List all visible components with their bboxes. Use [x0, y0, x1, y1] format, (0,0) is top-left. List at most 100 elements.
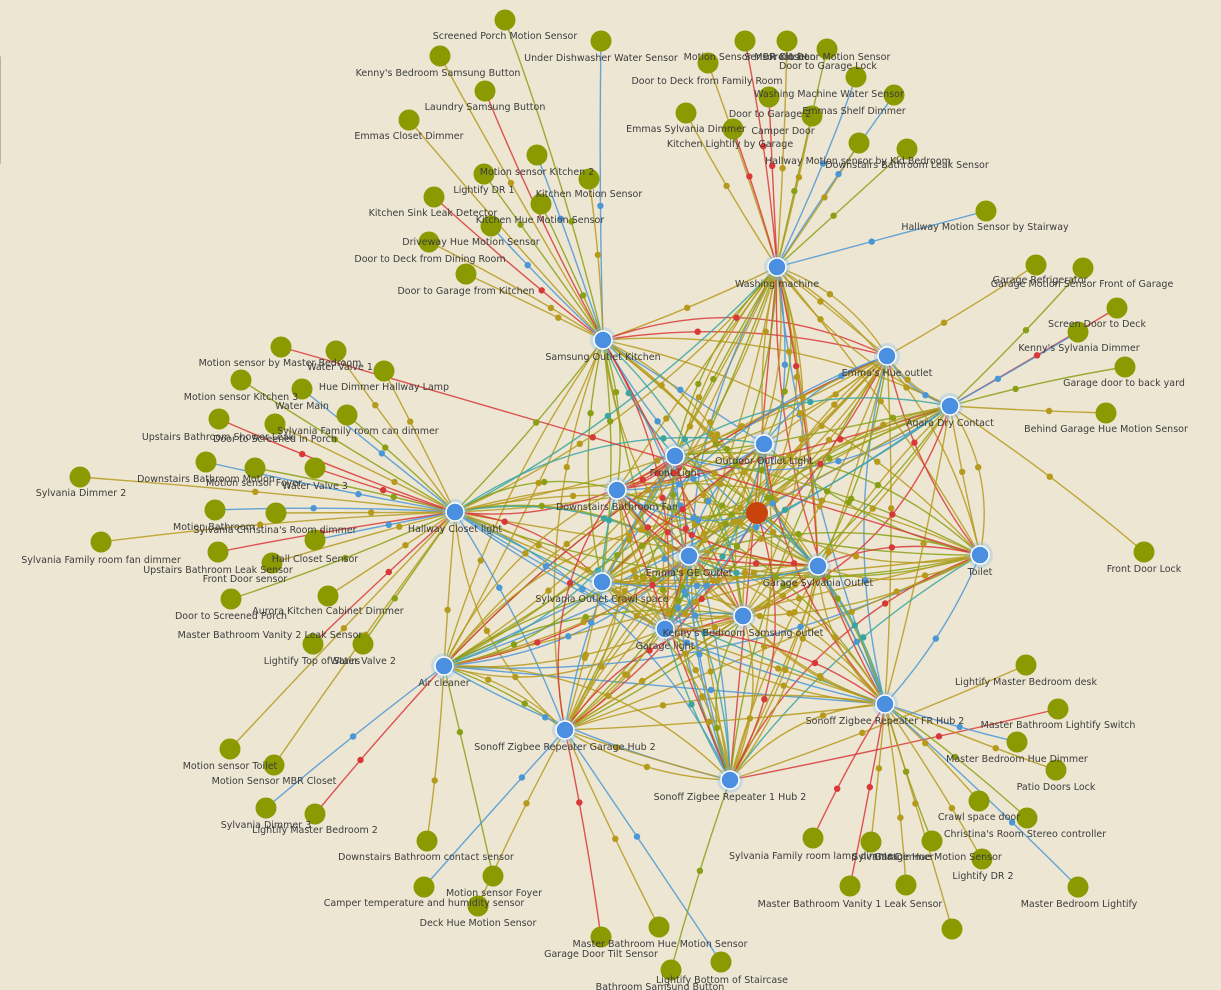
leaf-node-garage-door-tilt-sensor[interactable]	[710, 951, 732, 973]
leaf-node-camper-door[interactable]	[848, 132, 870, 154]
leaf-node-behind-garage-hue-motion-sensor[interactable]	[1133, 541, 1155, 563]
leaf-node-kitchen-sink-leak-detector[interactable]	[423, 186, 445, 208]
leaf-node-garage-door-to-back-yard[interactable]	[1095, 402, 1117, 424]
leaf-node-master-bathroom-vanity-1-leak-sensor[interactable]	[941, 918, 963, 940]
leaf-node-garage-refrigerator[interactable]	[1072, 257, 1094, 279]
leaf-node-garage-hue-motion-sensor[interactable]	[1067, 876, 1089, 898]
leaf-node-door-to-garage-2[interactable]	[801, 105, 823, 127]
leaf-node-water-valve-2[interactable]	[263, 754, 285, 776]
leaf-node-kenny-s-sylvania-dimmer[interactable]	[1114, 356, 1136, 378]
leaf-node-motion-sensor-mbr-closet[interactable]	[734, 30, 756, 52]
leaf-node-master-bathroom-vanity-2-leak-sensor[interactable]	[352, 633, 374, 655]
leaf-node-emmas-closet-dimmer[interactable]	[398, 109, 420, 131]
leaf-node-sylvania-dimmer[interactable]	[971, 848, 993, 870]
leaf-node-camper-temperature-and-humidity-sensor[interactable]	[590, 926, 612, 948]
coordinator-node[interactable]	[746, 502, 768, 524]
leaf-node-kitchen-hue-motion-sensor[interactable]	[480, 215, 502, 237]
leaf-node-master-bathroom-hue-motion-sensor[interactable]	[660, 959, 682, 981]
router-node-front_light[interactable]	[665, 446, 685, 466]
leaf-node-christina-s-room-stereo-controller[interactable]	[860, 831, 882, 853]
leaf-node-door-to-garage-lock[interactable]	[845, 66, 867, 88]
router-node-bath_fan[interactable]	[607, 480, 627, 500]
leaf-node-motion-sensor-by-master-bedroom[interactable]	[325, 340, 347, 362]
leaf-node-garage-motion-sensor-front-of-garage[interactable]	[1106, 297, 1128, 319]
leaf-node-sylvania-dimmer-3[interactable]	[416, 830, 438, 852]
router-node-hallway_closet[interactable]	[445, 502, 465, 522]
router-node-sylvania_crawl[interactable]	[592, 572, 612, 592]
leaf-node-front-door-sensor[interactable]	[220, 588, 242, 610]
leaf-node-hallway-motion-sensor-by-stairway[interactable]	[1025, 254, 1047, 276]
leaf-node-aurora-kitchen-cabinet-dimmer[interactable]	[302, 633, 324, 655]
leaf-node-motion-sensor-foyer[interactable]	[467, 895, 489, 917]
router-node-garage_light[interactable]	[655, 619, 675, 639]
leaf-node-water-valve-3[interactable]	[69, 466, 91, 488]
leaf-node-patio-doors-lock[interactable]	[1016, 807, 1038, 829]
router-node-sonoff_hub2[interactable]	[720, 770, 740, 790]
leaf-node-door-to-deck-from-family-room[interactable]	[697, 52, 719, 74]
leaf-node-emmas-sylvania-dimmer[interactable]	[883, 84, 905, 106]
leaf-node-master-bathroom-lightify-switch[interactable]	[1045, 759, 1067, 781]
leaf-node-sylvania-christina-s-room-dimmer[interactable]	[90, 531, 112, 553]
router-node-garage_sylvania[interactable]	[808, 556, 828, 576]
leaf-node-master-bedroom-hue-dimmer[interactable]	[968, 790, 990, 812]
router-node-emma_ge[interactable]	[679, 546, 699, 566]
leaf-node-sylvania-dimmer-2[interactable]	[204, 499, 226, 521]
leaf-node-motion-sensor-kitchen-2[interactable]	[526, 144, 548, 166]
leaf-node-sylvania-family-room-lamp-dimmer[interactable]	[921, 830, 943, 852]
leaf-node-sylvania-family-room-fan-dimmer[interactable]	[207, 541, 229, 563]
leaf-node-downstairs-bathroom-contact-sensor[interactable]	[413, 876, 435, 898]
router-node-emma_hue[interactable]	[877, 346, 897, 366]
leaf-node-sensor-kitchen[interactable]	[776, 30, 798, 52]
leaf-node-front-door-motion-sensor[interactable]	[816, 38, 838, 60]
leaf-node-lightify-master-bedroom-2[interactable]	[482, 865, 504, 887]
leaf-node-lightify-dr-1[interactable]	[473, 163, 495, 185]
leaf-node-motion-sensor-mbr-closet[interactable]	[304, 803, 326, 825]
leaf-node-water-valve-1[interactable]	[373, 360, 395, 382]
leaf-node-motion-bathroom[interactable]	[265, 502, 287, 524]
leaf-node-laundry-samsung-button[interactable]	[474, 80, 496, 102]
leaf-node-screen-door-to-deck[interactable]	[1067, 321, 1089, 343]
leaf-node-kenny-s-bedroom-samsung-button[interactable]	[429, 45, 451, 67]
router-node-outlet_center[interactable]	[754, 434, 774, 454]
leaf-node-sylvania-family-room-can-dimmer[interactable]	[264, 413, 286, 435]
leaf-node-door-to-garage-from-kitchen[interactable]	[530, 193, 552, 215]
leaf-node-downstairs-bathroom-leak-sensor[interactable]	[975, 200, 997, 222]
leaf-node-motion-sensor-toilet[interactable]	[255, 797, 277, 819]
leaf-node-lightify-top-of-stairs[interactable]	[219, 738, 241, 760]
router-node-air_cleaner[interactable]	[434, 656, 454, 676]
leaf-node-screened-porch-motion-sensor[interactable]	[494, 9, 516, 31]
leaf-node-motion-sensor-foyer[interactable]	[304, 457, 326, 479]
leaf-node-emmas-shelf-dimmer[interactable]	[675, 102, 697, 124]
leaf-node-hall-closet-sensor[interactable]	[261, 552, 283, 574]
leaf-node-lightify-bottom-of-staircase[interactable]	[1015, 654, 1037, 676]
leaf-node-downstairs-bathroom-motion[interactable]	[244, 457, 266, 479]
leaf-node-under-dishwasher-water-sensor[interactable]	[590, 30, 612, 52]
leaf-node-water-main[interactable]	[208, 408, 230, 430]
leaf-node-lightify-dr-2[interactable]	[839, 875, 861, 897]
router-node-dry_contact[interactable]	[940, 396, 960, 416]
leaf-node-master-bedroom-lightify[interactable]	[895, 874, 917, 896]
leaf-node-motion-sensor-kitchen-3[interactable]	[291, 378, 313, 400]
leaf-node-bathroom-samsung-button[interactable]	[1047, 698, 1069, 720]
leaf-node-hallway-motion-sensor-by-kid-bedroom[interactable]	[896, 138, 918, 160]
leaf-node-kitchen-motion-sensor[interactable]	[578, 168, 600, 190]
leaf-node-upstairs-bathroom-leak-sensor[interactable]	[304, 529, 326, 551]
router-node-washing[interactable]	[767, 257, 787, 277]
router-node-toilet[interactable]	[970, 545, 990, 565]
leaf-node-deck-hue-motion-sensor[interactable]	[648, 916, 670, 938]
leaf-node-washing-machine-water-sensor[interactable]	[758, 86, 780, 108]
router-node-sonoff_fr[interactable]	[875, 694, 895, 714]
leaf-node-front-door-lock[interactable]	[270, 336, 292, 358]
router-node-samsung_kitchen[interactable]	[593, 330, 613, 350]
router-node-kenny_samsung[interactable]	[733, 606, 753, 626]
leaf-node-kitchen-lightify-by-garage[interactable]	[722, 118, 744, 140]
leaf-node-door-to-deck-from-dining-room[interactable]	[455, 263, 477, 285]
leaf-node-door-to-screened-in-porch[interactable]	[195, 451, 217, 473]
router-node-sonoff_garage[interactable]	[555, 720, 575, 740]
leaf-node-upstairs-bathroom-shower-leak[interactable]	[336, 404, 358, 426]
leaf-node-driveway-hue-motion-sensor[interactable]	[418, 231, 440, 253]
leaf-node-crawl-space-door[interactable]	[802, 827, 824, 849]
leaf-node-lightify-master-bedroom-desk[interactable]	[1006, 731, 1028, 753]
leaf-node-hue-dimmer-hallway-lamp[interactable]	[230, 369, 252, 391]
leaf-node-door-to-screened-porch[interactable]	[317, 585, 339, 607]
